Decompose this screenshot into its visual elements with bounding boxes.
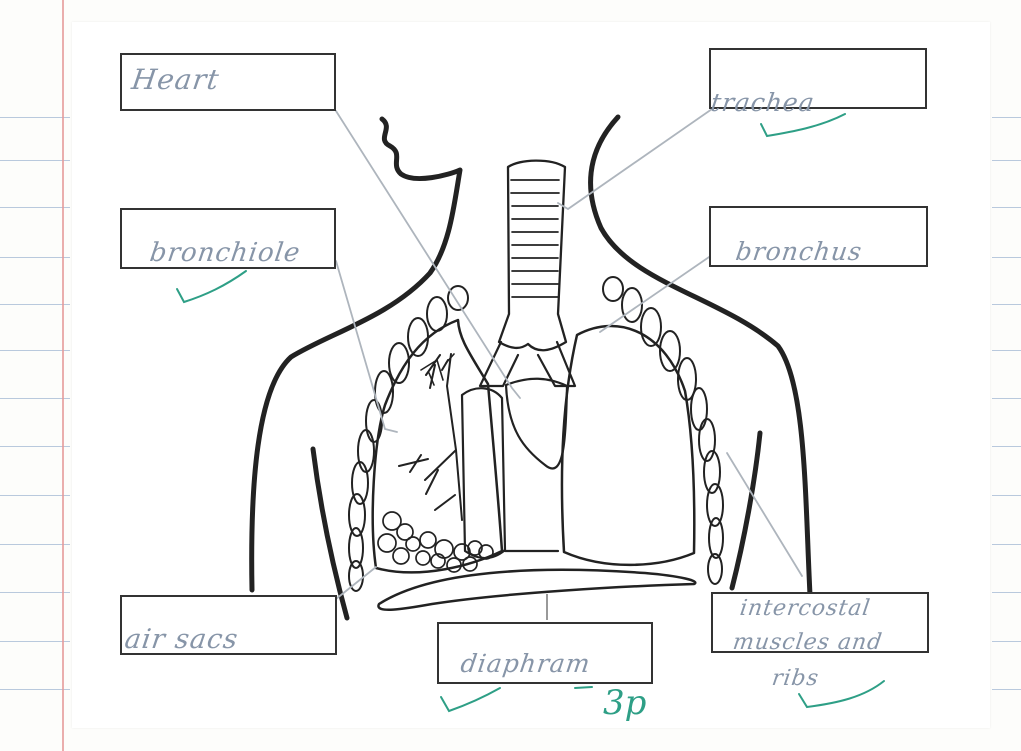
teacher-score: 3p xyxy=(603,683,646,723)
label-box-diaphragm[interactable]: diaphram xyxy=(437,622,653,684)
neck-right-outline xyxy=(591,117,810,595)
answer-heart: Heart xyxy=(130,63,222,96)
trachea-rings xyxy=(511,180,559,297)
torso-right-side xyxy=(732,433,760,588)
answer-diaphragm: diaphram xyxy=(459,649,593,678)
label-box-trachea[interactable]: trachea xyxy=(709,48,927,109)
bronchiole-tree xyxy=(399,354,462,520)
answer-intercostal-line3: ribs xyxy=(770,666,820,691)
student-pointer-lines xyxy=(336,109,802,599)
label-box-bronchiole[interactable]: bronchiole xyxy=(120,208,336,269)
label-box-heart[interactable]: Heart xyxy=(120,53,336,111)
neck-left-outline xyxy=(252,119,460,590)
label-box-bronchus[interactable]: bronchus xyxy=(709,206,928,267)
answer-air-sacs: air sacs xyxy=(123,624,241,655)
label-box-air-sacs[interactable]: air sacs xyxy=(120,595,337,655)
answer-intercostal-line1: intercostal xyxy=(738,596,872,621)
answer-bronchiole: bronchiole xyxy=(148,238,303,268)
label-box-intercostal[interactable]: intercostal muscles and xyxy=(711,592,929,653)
right-lung-outline xyxy=(562,326,694,565)
trachea-outline xyxy=(499,161,566,351)
answer-bronchus: bronchus xyxy=(734,237,864,266)
diaphragm-outline xyxy=(378,570,695,610)
answer-trachea: trachea xyxy=(709,88,817,117)
left-ribs xyxy=(349,286,468,591)
air-sacs-cluster xyxy=(378,512,493,572)
torso-left-side xyxy=(313,449,347,618)
right-ribs xyxy=(603,277,723,584)
answer-intercostal-line2: muscles and xyxy=(731,630,884,655)
